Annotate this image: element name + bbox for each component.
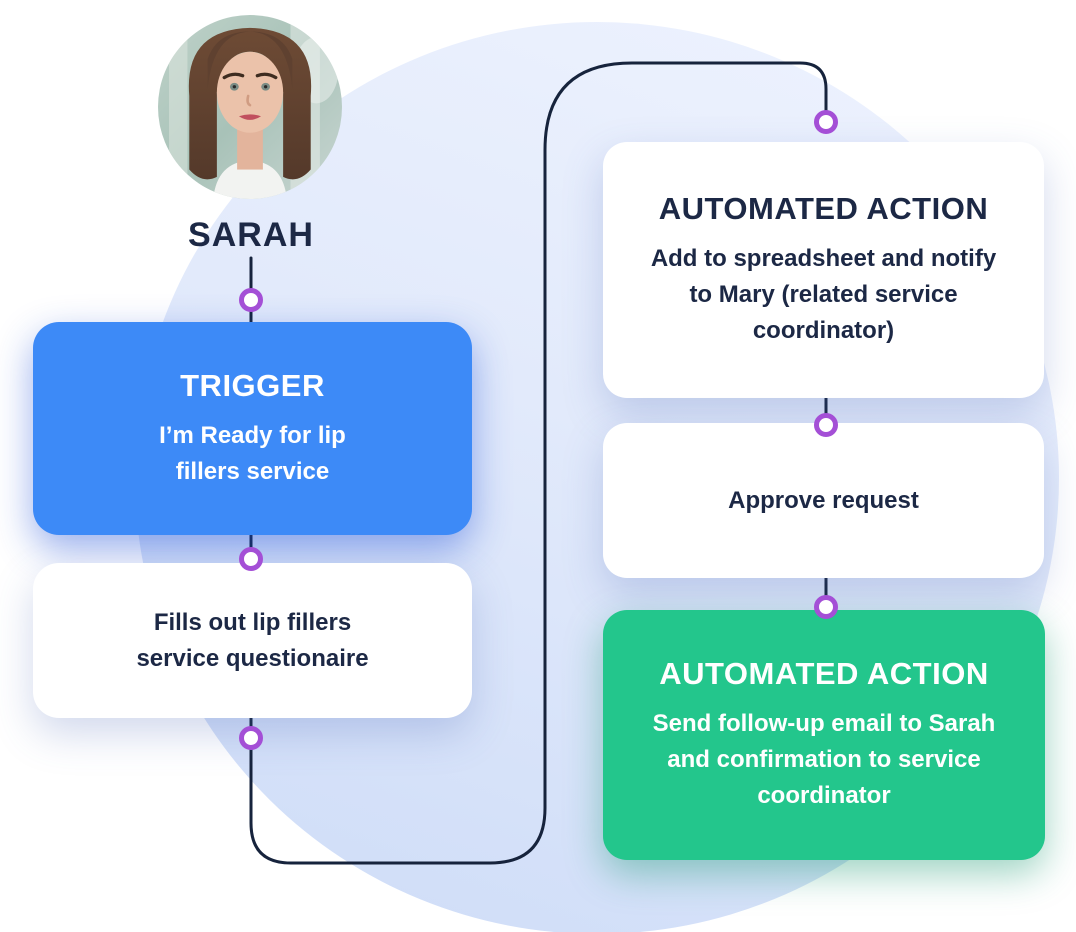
- line-long-connector: [249, 61, 828, 865]
- avatar-portrait: [158, 15, 342, 199]
- connector-node-4: [814, 110, 838, 134]
- automated-action-card-1: AUTOMATED ACTION Add to spreadsheet and …: [603, 142, 1044, 398]
- persona-name: SARAH: [188, 216, 314, 254]
- connector-node-6: [814, 595, 838, 619]
- trigger-card-title: TRIGGER: [180, 367, 325, 403]
- automated-action-2-line-1: Send follow-up email to Sarah: [652, 710, 996, 737]
- trigger-card-line-2: fillers service: [175, 457, 330, 485]
- trigger-card-line-1: I’m Ready for lip: [159, 421, 346, 449]
- questionnaire-card-line-2: service questionaire: [136, 644, 369, 672]
- automated-action-2-line-2: and confirmation to service: [667, 746, 981, 773]
- automated-action-2-title: AUTOMATED ACTION: [659, 656, 989, 691]
- questionnaire-card-line-1: Fills out lip fillers: [153, 608, 352, 636]
- approve-request-line: Approve request: [728, 486, 919, 514]
- connector-node-1: [239, 288, 263, 312]
- automated-action-2-line-3: coordinator: [757, 782, 891, 809]
- questionnaire-card: Fills out lip fillers service questionai…: [33, 563, 472, 718]
- connector-node-2: [239, 547, 263, 571]
- automated-action-card-2: AUTOMATED ACTION Send follow-up email to…: [603, 610, 1045, 860]
- automated-action-1-title: AUTOMATED ACTION: [658, 191, 989, 226]
- automated-action-1-line-3: coordinator): [752, 317, 895, 344]
- automated-action-1-line-1: Add to spreadsheet and notify: [650, 245, 997, 272]
- approve-request-card: Approve request: [603, 423, 1044, 578]
- trigger-card: TRIGGER I’m Ready for lip fillers servic…: [33, 322, 472, 535]
- avatar: [158, 15, 342, 199]
- connector-node-3: [239, 726, 263, 750]
- automated-action-1-line-2: to Mary (related service: [689, 281, 958, 308]
- connector-node-5: [814, 413, 838, 437]
